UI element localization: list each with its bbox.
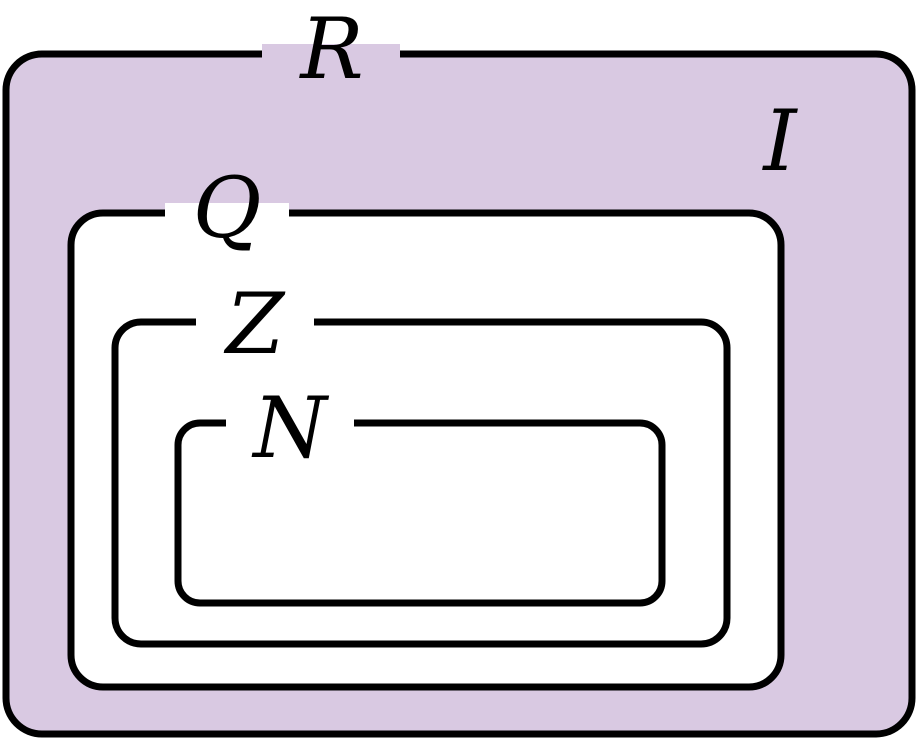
reals-label: R — [298, 0, 363, 98]
naturals-label-gap — [226, 413, 354, 433]
reals-label-gap — [262, 44, 400, 64]
naturals-set-box — [174, 419, 666, 607]
rationals-label-gap — [165, 203, 289, 223]
irrationals-label: I — [761, 92, 798, 190]
integers-label: Z — [223, 275, 286, 373]
naturals-label: N — [251, 379, 329, 477]
rationals-label: Q — [193, 159, 262, 257]
integers-label-gap — [196, 312, 314, 332]
